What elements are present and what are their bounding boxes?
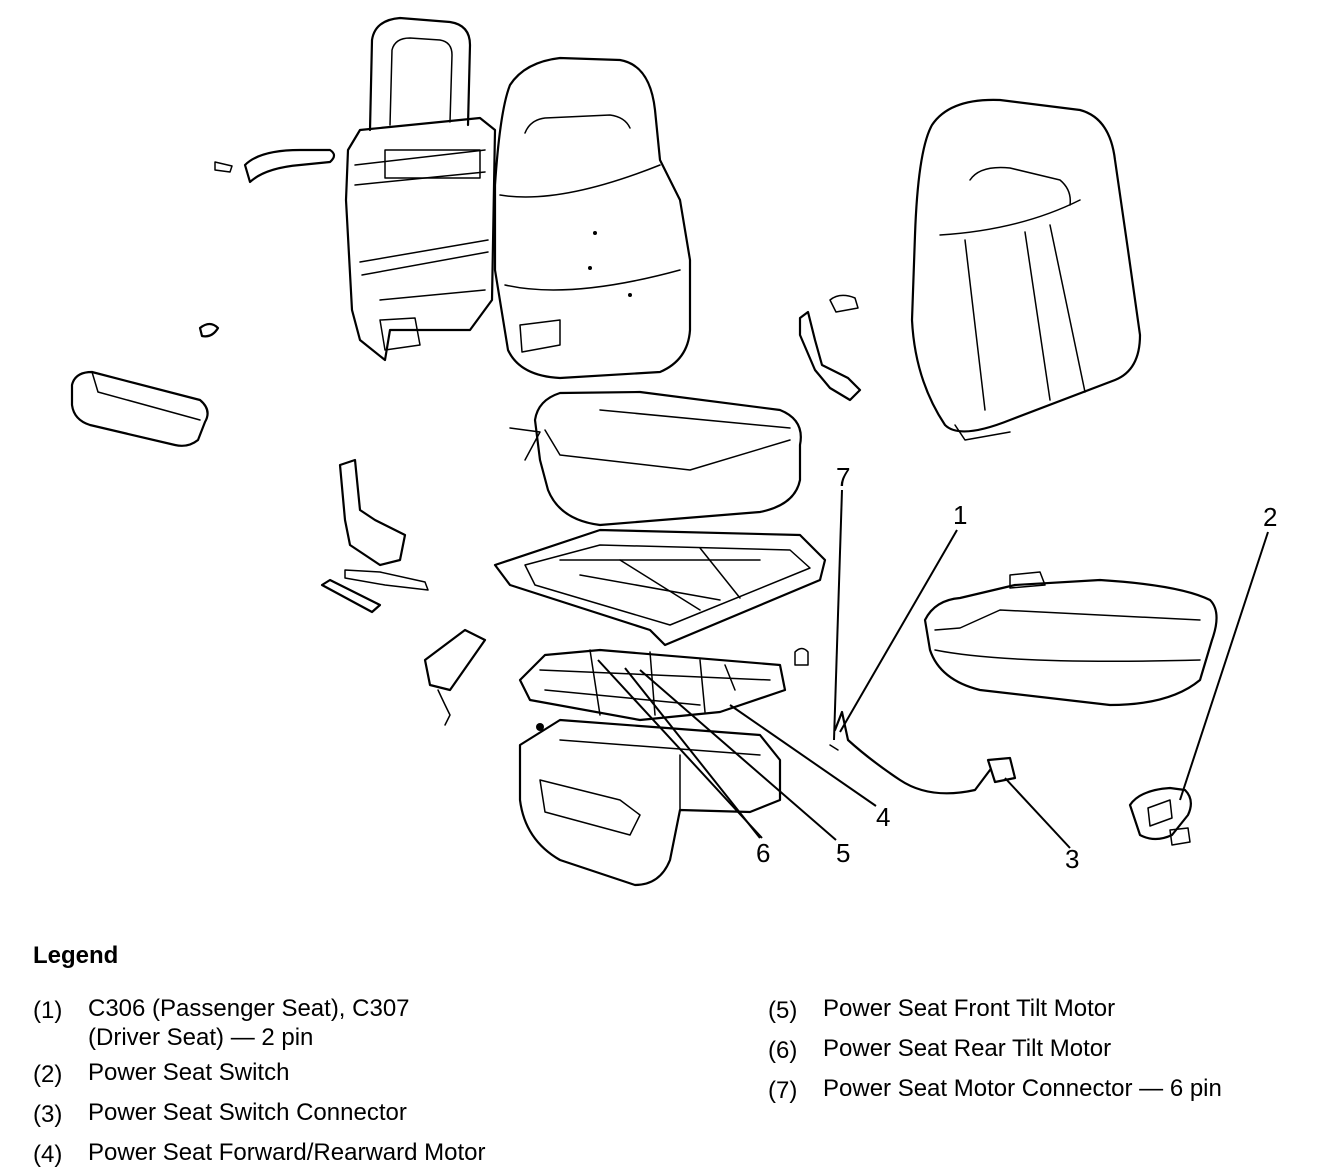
seat-back-frame bbox=[344, 16, 497, 362]
legend-num: (2) bbox=[33, 1061, 63, 1088]
seat-cushion-center bbox=[509, 390, 802, 527]
leader-lines bbox=[597, 489, 1269, 849]
recliner-hinge bbox=[798, 294, 862, 402]
hardware-top-left bbox=[198, 148, 336, 338]
exploded-seat-diagram: 1 2 3 4 5 6 7 bbox=[70, 16, 1277, 887]
legend-text: Power Seat Rear Tilt Motor bbox=[823, 1035, 1112, 1062]
callout-5: 5 bbox=[836, 838, 850, 868]
legend-item-3: (3) Power Seat Switch Connector bbox=[33, 1098, 485, 1132]
power-seat-adjuster bbox=[518, 647, 809, 731]
legend-text: Power Seat Motor Connector — 6 pin bbox=[823, 1075, 1222, 1102]
legend-num: (1) bbox=[33, 997, 63, 1024]
callout-7: 7 bbox=[836, 462, 850, 492]
legend-text: C306 (Passenger Seat), C307 (Driver Seat… bbox=[88, 995, 410, 1051]
legend-left-column: (1) C306 (Passenger Seat), C307 (Driver … bbox=[33, 994, 485, 1172]
callout-2: 2 bbox=[1263, 502, 1277, 532]
legend-right-column: (5) Power Seat Front Tilt Motor (6) Powe… bbox=[768, 994, 1222, 1108]
legend-text: Power Seat Switch bbox=[88, 1059, 290, 1086]
legend-item-6: (6) Power Seat Rear Tilt Motor bbox=[768, 1034, 1222, 1068]
legend-text: Power Seat Front Tilt Motor bbox=[823, 995, 1116, 1022]
seat-back-cushion-left bbox=[493, 56, 692, 380]
power-seat-switch bbox=[1128, 786, 1192, 846]
legend-item-5: (5) Power Seat Front Tilt Motor bbox=[768, 994, 1222, 1028]
legend-num: (4) bbox=[33, 1141, 63, 1168]
armrest bbox=[70, 370, 209, 447]
legend-item-2: (2) Power Seat Switch bbox=[33, 1058, 485, 1092]
callout-3: 3 bbox=[1065, 844, 1079, 874]
legend-text: Power Seat Forward/Rearward Motor bbox=[88, 1139, 486, 1166]
legend-text: Power Seat Switch Connector bbox=[88, 1099, 407, 1126]
seat-cushion-right bbox=[923, 571, 1218, 707]
callout-4: 4 bbox=[876, 802, 890, 832]
seat-pan-frame bbox=[493, 528, 827, 647]
seat-riser-base bbox=[518, 718, 782, 887]
legend-num: (3) bbox=[33, 1101, 63, 1128]
callout-1: 1 bbox=[953, 500, 967, 530]
legend-item-7: (7) Power Seat Motor Connector — 6 pin bbox=[768, 1074, 1222, 1108]
legend-item-1: (1) C306 (Passenger Seat), C307 (Driver … bbox=[33, 994, 485, 1052]
switch-bezel-left bbox=[423, 628, 487, 726]
callout-6: 6 bbox=[756, 838, 770, 868]
seat-back-cushion-right bbox=[910, 98, 1142, 441]
legend-num: (6) bbox=[768, 1037, 798, 1064]
recliner-mechanism-left bbox=[320, 458, 429, 614]
wiring-harness bbox=[829, 710, 1017, 795]
legend-num: (7) bbox=[768, 1077, 798, 1104]
legend-item-4: (4) Power Seat Forward/Rearward Motor bbox=[33, 1138, 485, 1172]
legend-title: Legend bbox=[33, 942, 119, 969]
legend-num: (5) bbox=[768, 997, 798, 1024]
